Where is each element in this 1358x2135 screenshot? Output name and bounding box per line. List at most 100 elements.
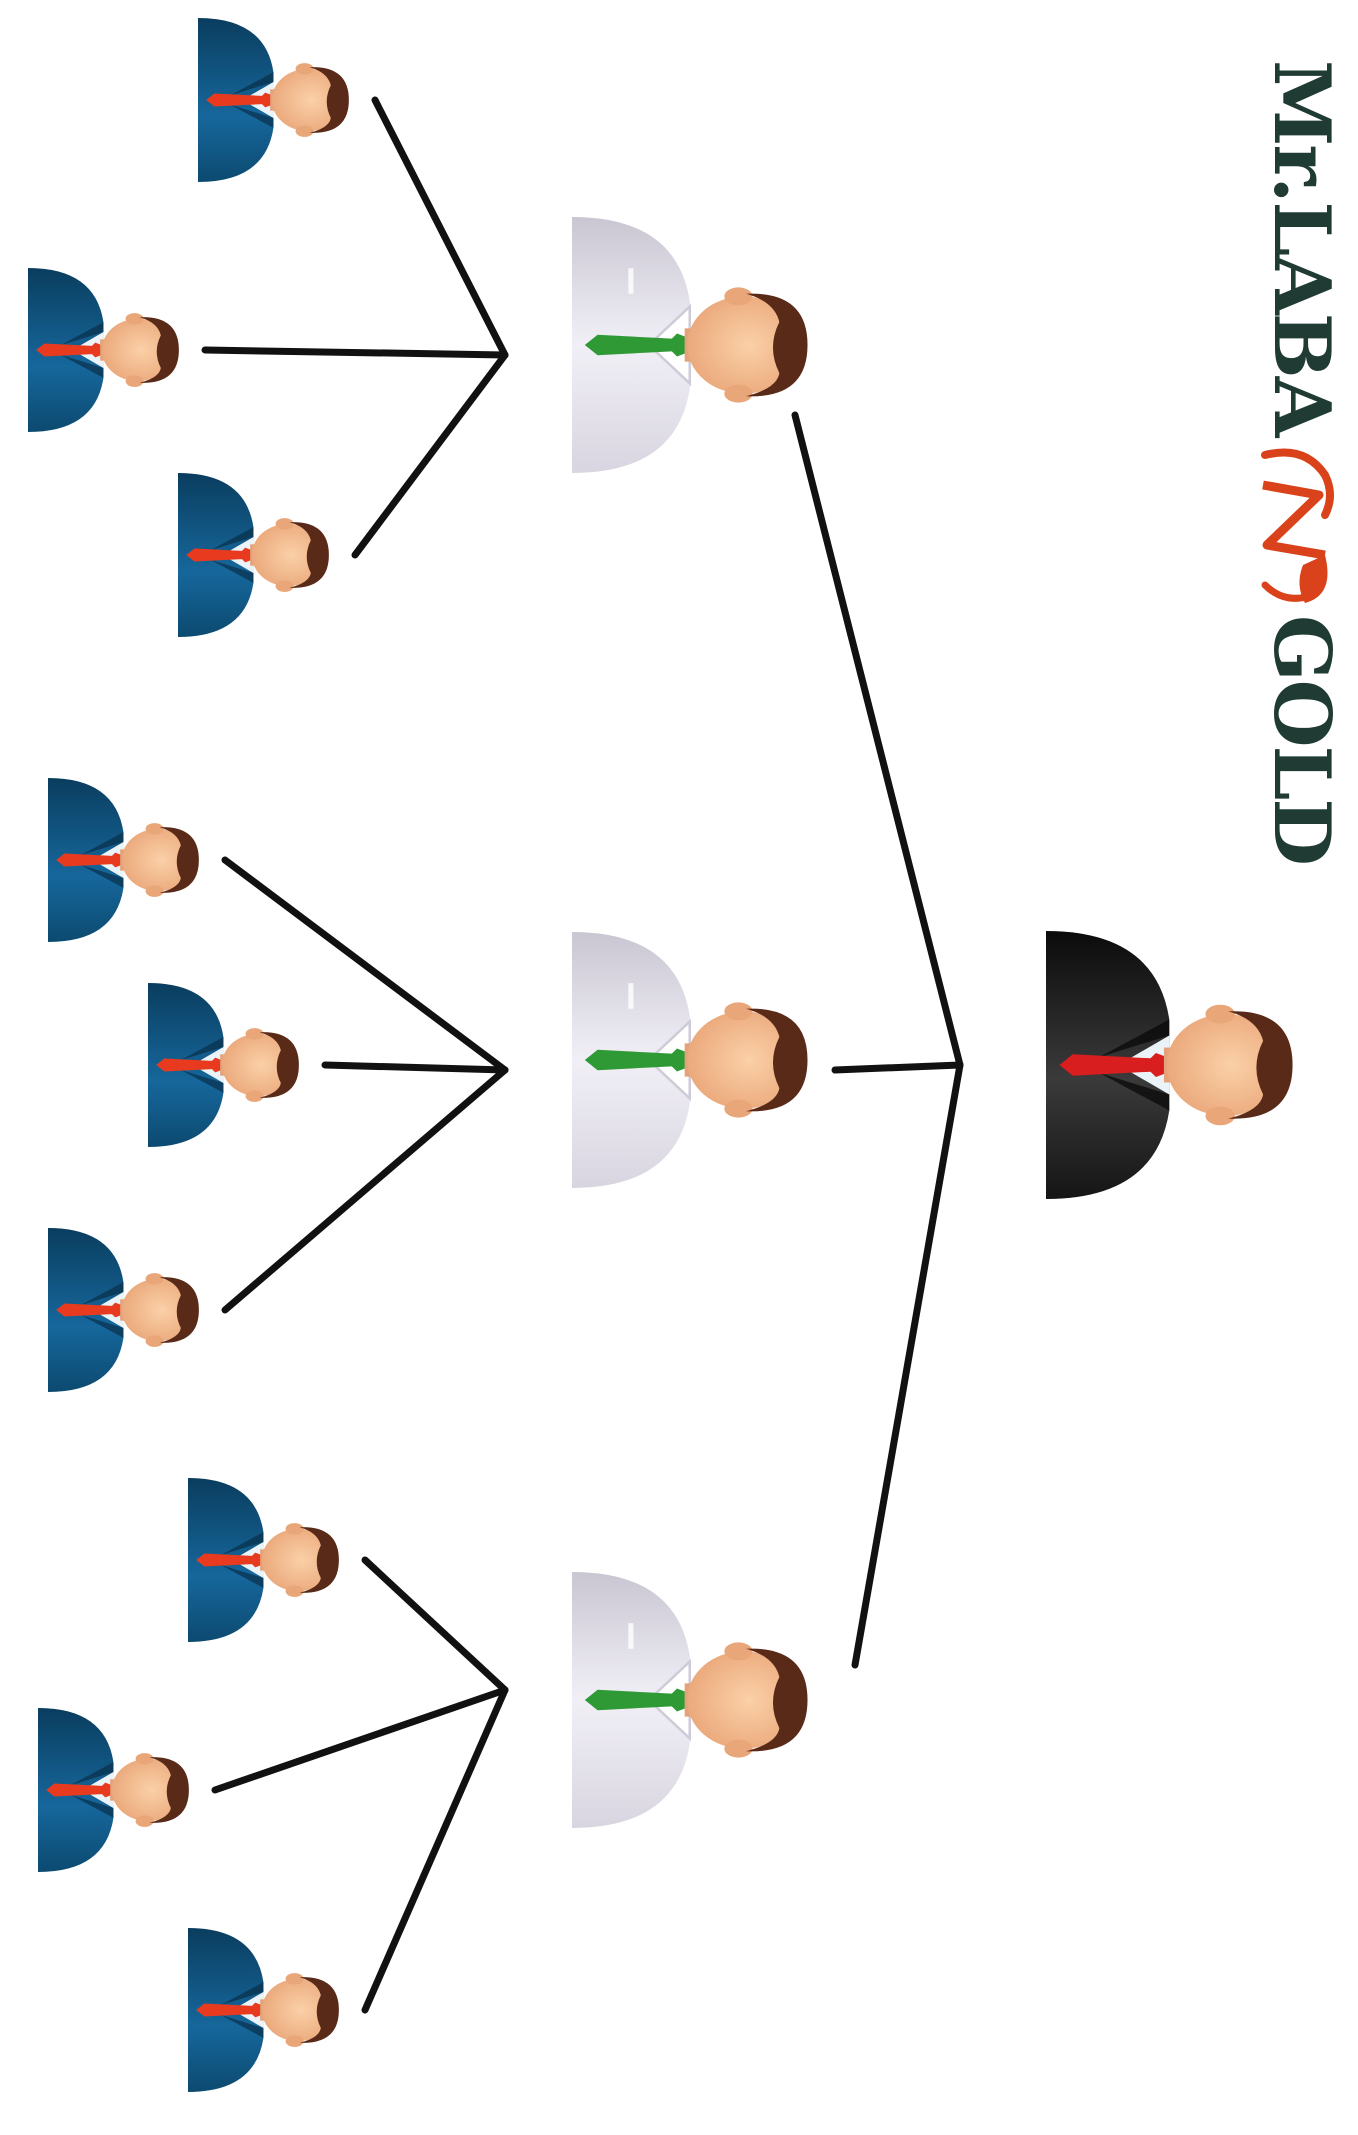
ear-left xyxy=(285,1973,304,1985)
ear-left xyxy=(724,1642,753,1661)
ear-right xyxy=(724,1099,753,1118)
face xyxy=(687,1011,800,1109)
pocket xyxy=(628,983,634,1009)
tie xyxy=(56,852,122,868)
tie xyxy=(1059,1052,1167,1078)
hair xyxy=(149,1757,189,1823)
face xyxy=(121,1278,194,1342)
hair xyxy=(309,67,349,133)
ear-left xyxy=(295,63,314,75)
tie xyxy=(584,1688,688,1712)
manager-1-to-member-3-line xyxy=(351,351,509,559)
team-member-3-3 xyxy=(188,1928,339,2092)
team-member-1-2 xyxy=(28,268,179,432)
manager-2-to-member-1-line xyxy=(221,856,509,1074)
manager-3 xyxy=(572,1572,808,1828)
hair xyxy=(159,827,199,893)
ear-left xyxy=(724,287,753,306)
manager-3-to-member-3-line xyxy=(361,1686,509,2014)
manager-2-to-member-3-line xyxy=(221,1066,509,1314)
ear-left xyxy=(285,1523,304,1535)
team-member-2-1 xyxy=(48,778,199,942)
leader xyxy=(1045,930,1293,1200)
manager-1 xyxy=(572,217,808,473)
tie xyxy=(196,1552,262,1568)
ear-right xyxy=(295,125,314,137)
ear-left xyxy=(245,1028,264,1040)
hair xyxy=(299,1977,339,2043)
manager-3-to-member-1-line xyxy=(361,1556,509,1694)
team-member-1-3 xyxy=(178,473,329,637)
tie xyxy=(196,2002,262,2018)
hair xyxy=(746,293,808,397)
leaf-stroke-right xyxy=(1261,581,1317,602)
face xyxy=(101,318,174,382)
brand-name-left: Mr.LABA xyxy=(1256,60,1347,436)
ear-left xyxy=(145,1273,164,1285)
n-stroke xyxy=(1262,480,1326,560)
face xyxy=(221,1033,294,1097)
leader-to-manager-line-1 xyxy=(791,411,964,1069)
team-member-3-2 xyxy=(38,1708,189,1872)
tie xyxy=(36,342,102,358)
face xyxy=(687,296,800,394)
pocket xyxy=(628,1623,634,1649)
hair xyxy=(746,1008,808,1112)
face xyxy=(271,68,344,132)
ear-right xyxy=(135,1815,154,1827)
leaf-stroke-left xyxy=(1261,448,1334,519)
ear-left xyxy=(1205,1004,1235,1024)
team-member-3-1 xyxy=(188,1478,339,1642)
ear-left xyxy=(724,1002,753,1021)
team-member-1-1 xyxy=(198,18,349,182)
hair xyxy=(746,1648,808,1752)
ear-right xyxy=(285,2035,304,2047)
leader-to-manager-line-3 xyxy=(851,1061,964,1669)
manager-1-to-member-1-line xyxy=(371,96,509,359)
tie xyxy=(186,547,252,563)
monogram-group xyxy=(1261,448,1334,603)
hair xyxy=(1228,1011,1293,1119)
manager-2 xyxy=(572,932,808,1188)
pocket xyxy=(628,268,634,294)
tie xyxy=(584,333,688,357)
ear-right xyxy=(145,885,164,897)
connector-lines xyxy=(201,96,964,2014)
team-member-2-2 xyxy=(148,983,299,1147)
face xyxy=(687,1651,800,1749)
hair xyxy=(159,1277,199,1343)
team-member-2-3 xyxy=(48,1228,199,1392)
hair xyxy=(259,1032,299,1098)
ear-right xyxy=(125,375,144,387)
ear-right xyxy=(285,1585,304,1597)
hair xyxy=(139,317,179,383)
face xyxy=(261,1528,334,1592)
tie xyxy=(206,92,272,108)
tie xyxy=(156,1057,222,1073)
tie xyxy=(584,1048,688,1072)
people-layer xyxy=(28,18,1293,2092)
ear-left xyxy=(275,518,294,530)
face xyxy=(1166,1014,1285,1116)
ear-right xyxy=(724,384,753,403)
manager-3-to-member-2-line xyxy=(211,1686,509,1794)
leaf-tip xyxy=(1299,555,1328,603)
ear-right xyxy=(724,1739,753,1758)
ear-right xyxy=(145,1335,164,1347)
ear-right xyxy=(1205,1106,1235,1126)
ear-left xyxy=(125,313,144,325)
manager-2-to-member-2-line xyxy=(321,1061,509,1074)
manager-1-to-member-2-line xyxy=(201,346,509,359)
face xyxy=(111,1758,184,1822)
ear-left xyxy=(135,1753,154,1765)
leaf-n-monogram-icon xyxy=(1261,448,1334,603)
leader-to-manager-line-2 xyxy=(831,1061,964,1074)
brand-logo: Mr.LABA GOLD xyxy=(1250,60,1347,864)
hair xyxy=(289,522,329,588)
hair xyxy=(299,1527,339,1593)
ear-right xyxy=(275,580,294,592)
face xyxy=(251,523,324,587)
ear-left xyxy=(145,823,164,835)
